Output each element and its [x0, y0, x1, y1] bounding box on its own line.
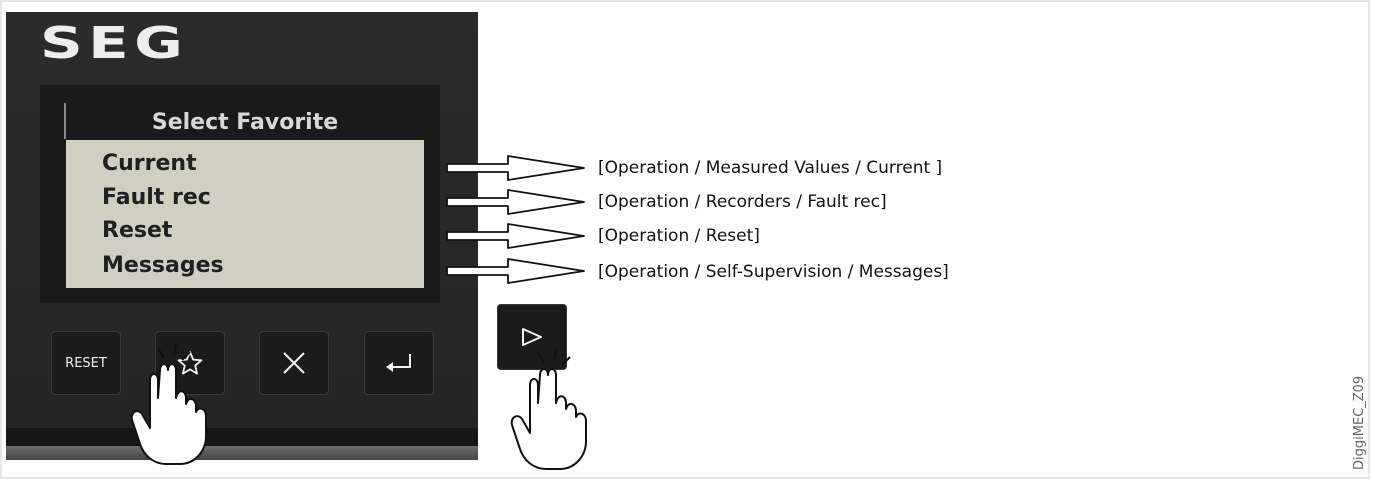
device-bottom-strip	[6, 428, 478, 446]
arrow-icon	[446, 155, 585, 181]
arrow-icon	[446, 223, 585, 249]
menu-item-reset[interactable]: Reset	[102, 218, 173, 243]
arrow-icon	[446, 189, 585, 215]
menu-item-current[interactable]: Current	[102, 151, 197, 176]
menu-path-fault-rec: [Operation / Recorders / Fault rec]	[598, 192, 887, 212]
arrow-icon	[446, 258, 585, 284]
hand-pointer-icon	[130, 343, 207, 465]
reset-button[interactable]: RESET	[51, 331, 121, 395]
menu-item-fault-rec[interactable]: Fault rec	[102, 185, 211, 210]
display-edge	[64, 103, 66, 139]
menu-path-current: [Operation / Measured Values / Current ]	[598, 158, 943, 178]
menu-path-reset: [Operation / Reset]	[598, 226, 760, 246]
close-icon	[283, 352, 305, 374]
play-right-icon	[522, 328, 542, 346]
lcd-display	[66, 140, 424, 288]
enter-icon	[386, 354, 411, 372]
brand-logo: SEG	[40, 18, 189, 69]
figure-id: DiggiMEC_Z09	[1352, 375, 1367, 470]
enter-button[interactable]	[364, 331, 434, 395]
menu-item-messages[interactable]: Messages	[102, 253, 224, 278]
menu-path-messages: [Operation / Self-Supervision / Messages…	[598, 262, 949, 282]
hand-pointer-icon	[510, 348, 587, 470]
escape-button[interactable]	[259, 331, 329, 395]
screen-title: Select Favorite	[151, 110, 339, 135]
device-base	[6, 446, 478, 460]
star-icon	[177, 351, 203, 375]
